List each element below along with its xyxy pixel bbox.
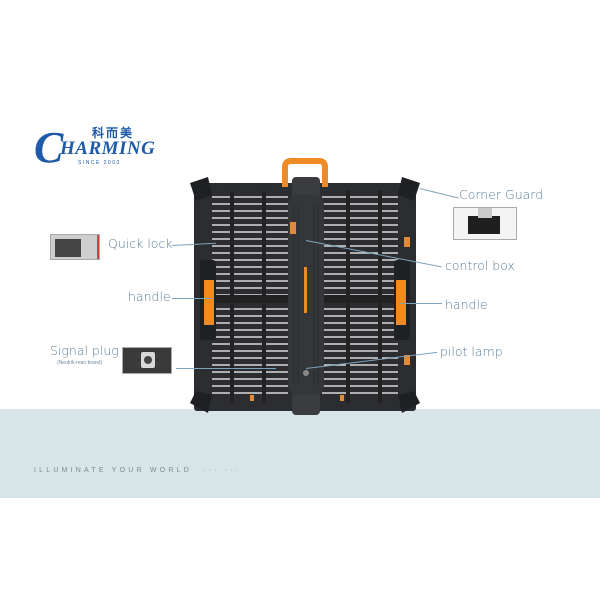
brand-logo: C 科而美 HARMING SINCE 2003 bbox=[34, 123, 156, 174]
logo-chinese: 科而美 bbox=[92, 126, 135, 140]
slogan-text: ILLUMINATE YOUR WORLD bbox=[34, 467, 192, 474]
label-control-box: control box bbox=[445, 258, 515, 273]
logo-since: SINCE 2003 bbox=[78, 160, 121, 166]
leader-handle-left bbox=[172, 298, 212, 299]
label-signal-plug-sub: (Neutrik-rean brand) bbox=[57, 360, 103, 366]
label-quick-lock: Quick lock bbox=[108, 236, 173, 251]
label-signal-plug: Signal plug bbox=[50, 343, 119, 358]
leader-corner-guard bbox=[419, 188, 459, 199]
leader-handle-right bbox=[400, 303, 442, 304]
label-handle-right: handle bbox=[445, 297, 488, 312]
label-handle-left: handle bbox=[128, 289, 171, 304]
label-corner-guard: Corner Guard bbox=[459, 187, 544, 202]
corner-guard-thumbnail bbox=[453, 207, 517, 240]
slogan: ILLUMINATE YOUR WORLD ··· ··· bbox=[34, 467, 241, 474]
leader-signal-plug bbox=[176, 368, 276, 369]
footer-band bbox=[0, 409, 600, 498]
signal-plug-thumbnail bbox=[122, 347, 172, 374]
quick-lock-thumbnail bbox=[50, 234, 100, 260]
slogan-dots: ··· ··· bbox=[203, 467, 242, 474]
label-pilot-lamp: pilot lamp bbox=[440, 344, 503, 359]
led-cabinet-image bbox=[190, 158, 420, 415]
logo-letter: C bbox=[34, 123, 64, 172]
logo-text: HARMING bbox=[60, 138, 156, 159]
